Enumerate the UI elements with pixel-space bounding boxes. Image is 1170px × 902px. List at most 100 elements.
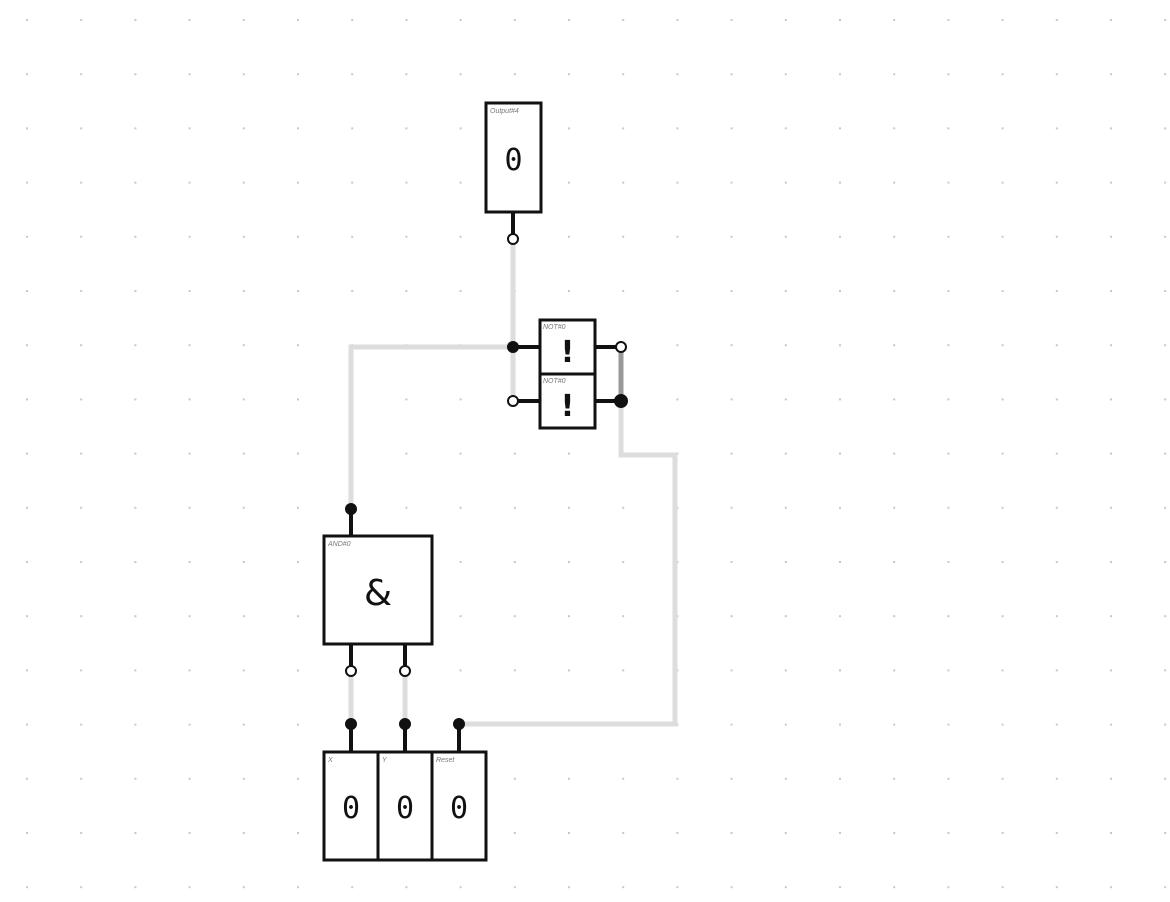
- grid-dot: [622, 19, 625, 21]
- grid-dot: [622, 290, 625, 292]
- not-gate-bottom[interactable]: NOT#0 !: [507, 372, 628, 430]
- grid-dot: [134, 290, 137, 292]
- grid-dot: [730, 344, 733, 347]
- grid-dot: [80, 19, 83, 21]
- and-gate[interactable]: AND#0 &: [322, 503, 434, 677]
- grid-dot: [1164, 19, 1167, 21]
- grid-dot: [893, 127, 896, 130]
- grid-dot: [784, 127, 787, 130]
- grid-dot: [839, 19, 841, 21]
- output-pin[interactable]: [507, 233, 519, 245]
- grid-dot: [351, 290, 354, 292]
- grid-dot: [730, 290, 733, 292]
- input-y-pin[interactable]: [399, 718, 411, 730]
- not-top-input-pin[interactable]: [507, 341, 519, 353]
- and-label: AND#0: [327, 541, 351, 548]
- input-reset-pin[interactable]: [453, 718, 465, 730]
- grid-dot: [80, 615, 83, 618]
- wire-not-to-reset[interactable]: [456, 398, 678, 727]
- grid-dot: [893, 723, 896, 726]
- grid-dot: [730, 723, 733, 726]
- grid-dot: [26, 832, 28, 834]
- grid-dot: [676, 235, 679, 238]
- grid-dot: [134, 561, 137, 563]
- grid-dot: [459, 886, 462, 889]
- grid-dot: [839, 235, 841, 238]
- grid-dot: [1110, 235, 1112, 238]
- grid-dot: [459, 669, 462, 672]
- output-label: Output#4: [490, 108, 519, 115]
- grid-dot: [513, 886, 516, 889]
- grid-dot: [947, 669, 950, 672]
- grid-dot: [839, 290, 841, 292]
- output-component[interactable]: Output#4 0: [484, 101, 543, 245]
- grid-dot: [622, 561, 625, 563]
- grid-dot: [947, 127, 950, 130]
- and-input-pin-b[interactable]: [399, 665, 411, 677]
- grid-dot: [730, 886, 733, 889]
- grid-dot: [188, 452, 191, 455]
- not-bottom-input-pin[interactable]: [507, 395, 519, 407]
- grid-dot: [784, 561, 787, 563]
- grid-dot: [242, 723, 245, 726]
- input-x-pin[interactable]: [345, 718, 357, 730]
- grid-dot: [1110, 127, 1112, 130]
- wire-not-to-and[interactable]: [348, 344, 516, 512]
- grid-dot: [1110, 181, 1112, 184]
- grid-dot: [568, 19, 570, 21]
- and-input-pin-a[interactable]: [345, 665, 357, 677]
- grid-dot: [947, 19, 950, 21]
- grid-dot: [80, 723, 83, 726]
- grid-dot: [134, 19, 137, 21]
- grid-dot: [1164, 723, 1167, 726]
- grid-dot: [26, 181, 28, 184]
- grid-dot: [622, 669, 625, 672]
- grid-dot: [1055, 181, 1058, 184]
- grid-dot: [568, 615, 570, 618]
- grid-dot: [80, 344, 83, 347]
- grid-dot: [839, 777, 841, 780]
- grid-dot: [1055, 290, 1058, 292]
- grid-dot: [134, 398, 137, 401]
- grid-dot: [188, 127, 191, 130]
- grid-dot: [297, 506, 299, 509]
- grid-dot: [893, 561, 896, 563]
- grid-dot: [839, 669, 841, 672]
- input-x[interactable]: X 0: [322, 718, 380, 862]
- grid-dot: [459, 181, 462, 184]
- grid-dot: [1055, 832, 1058, 834]
- grid-dot: [26, 777, 28, 780]
- grid-dot: [1001, 615, 1004, 618]
- grid-dot: [676, 127, 679, 130]
- grid-dot: [947, 452, 950, 455]
- grid-dot: [513, 73, 516, 76]
- grid-dot: [1110, 723, 1112, 726]
- grid-dot: [730, 669, 733, 672]
- grid-dot: [1055, 344, 1058, 347]
- grid-dot: [26, 506, 28, 509]
- grid-dot: [134, 615, 137, 618]
- grid-dot: [459, 506, 462, 509]
- grid-dot: [568, 73, 570, 76]
- grid-dot: [1110, 19, 1112, 21]
- grid-dot: [839, 832, 841, 834]
- grid-dot: [839, 615, 841, 618]
- grid-dot: [351, 73, 354, 76]
- grid-dot: [947, 777, 950, 780]
- grid-dot: [459, 615, 462, 618]
- grid-dot: [80, 73, 83, 76]
- grid-dot: [1164, 344, 1167, 347]
- and-output-pin[interactable]: [345, 503, 357, 515]
- grid-dot: [188, 290, 191, 292]
- grid-dot: [1001, 561, 1004, 563]
- input-y[interactable]: Y 0: [376, 718, 434, 862]
- grid-dot: [784, 777, 787, 780]
- input-reset[interactable]: Reset 0: [430, 718, 488, 862]
- grid-dot: [1164, 561, 1167, 563]
- grid-dot: [839, 344, 841, 347]
- grid-dot: [188, 181, 191, 184]
- not-gate-top[interactable]: NOT#0 !: [507, 318, 627, 376]
- not-top-output-pin[interactable]: [615, 341, 627, 353]
- not-bottom-output-pin[interactable]: [614, 394, 628, 408]
